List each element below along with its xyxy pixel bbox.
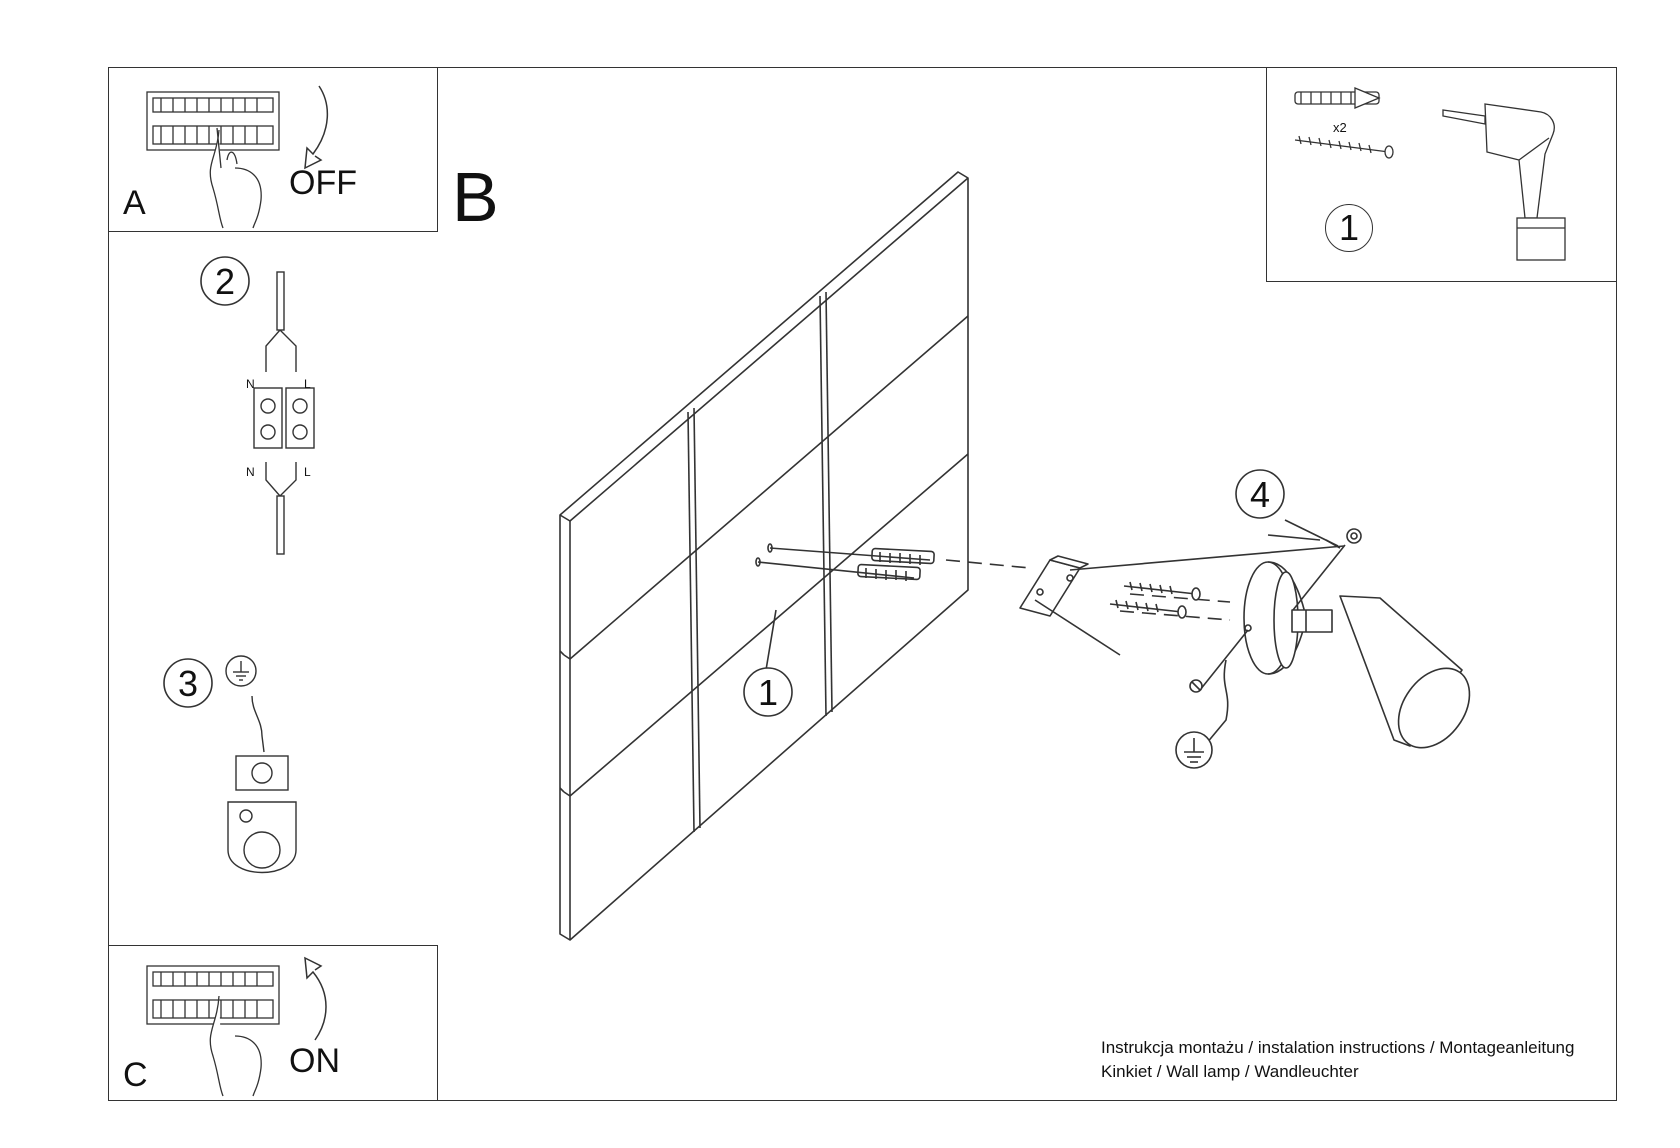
earth-symbol-left	[225, 655, 257, 687]
step-callout-wiring: 2	[200, 256, 250, 306]
panel-a-power-off: A OFF	[108, 67, 438, 232]
wall-lamp	[1199, 561, 1471, 749]
bracket-screws	[1109, 581, 1201, 619]
fuse-box-on-illustration	[146, 956, 327, 1097]
step-callout-screw: 4	[1235, 469, 1285, 519]
panel-c-letter: C	[123, 1056, 148, 1094]
wire-label-n-bottom: N	[246, 465, 255, 479]
svg-text:3: 3	[178, 663, 198, 704]
mounting-bracket	[1019, 555, 1121, 656]
power-off-label: OFF	[289, 164, 357, 202]
instructions-caption: Instrukcja montażu / instalation instruc…	[1101, 1036, 1574, 1084]
panel-c-power-on: C ON	[108, 945, 438, 1101]
caption-line-2: Kinkiet / Wall lamp / Wandleuchter	[1101, 1062, 1359, 1081]
screws-and-dowels	[755, 543, 935, 671]
top-fixing-screw	[1069, 528, 1362, 611]
tools-quantity: x2	[1333, 120, 1347, 135]
svg-text:4: 4	[1250, 474, 1270, 515]
power-on-label: ON	[289, 1042, 340, 1080]
step-callout-tools: 1	[1325, 204, 1373, 252]
svg-text:1: 1	[758, 672, 778, 713]
instruction-sheet-frame	[108, 67, 1617, 1101]
fuse-box-off-illustration	[146, 85, 329, 229]
bottom-fixing-screw	[1189, 679, 1203, 693]
ground-terminal-illustration	[227, 695, 297, 874]
alignment-guides	[945, 559, 1231, 621]
wire-label-l-bottom: L	[304, 465, 311, 479]
panel-b-letter: B	[452, 158, 499, 236]
step-callout-dowels: 1	[743, 667, 793, 717]
caption-line-1: Instrukcja montażu / instalation instruc…	[1101, 1038, 1575, 1057]
wire-label-l-top: L	[304, 377, 311, 391]
wire-label-n-top: N	[246, 377, 255, 391]
step-callout-ground: 3	[163, 658, 213, 708]
tools-illustration	[1294, 87, 1566, 261]
earth-symbol-lamp	[1175, 731, 1213, 769]
svg-text:2: 2	[215, 261, 235, 302]
tiled-wall	[559, 171, 969, 941]
wiring-connector-illustration	[253, 271, 315, 555]
panel-a-letter: A	[123, 184, 146, 222]
panel-tools: x2 1	[1266, 67, 1617, 282]
